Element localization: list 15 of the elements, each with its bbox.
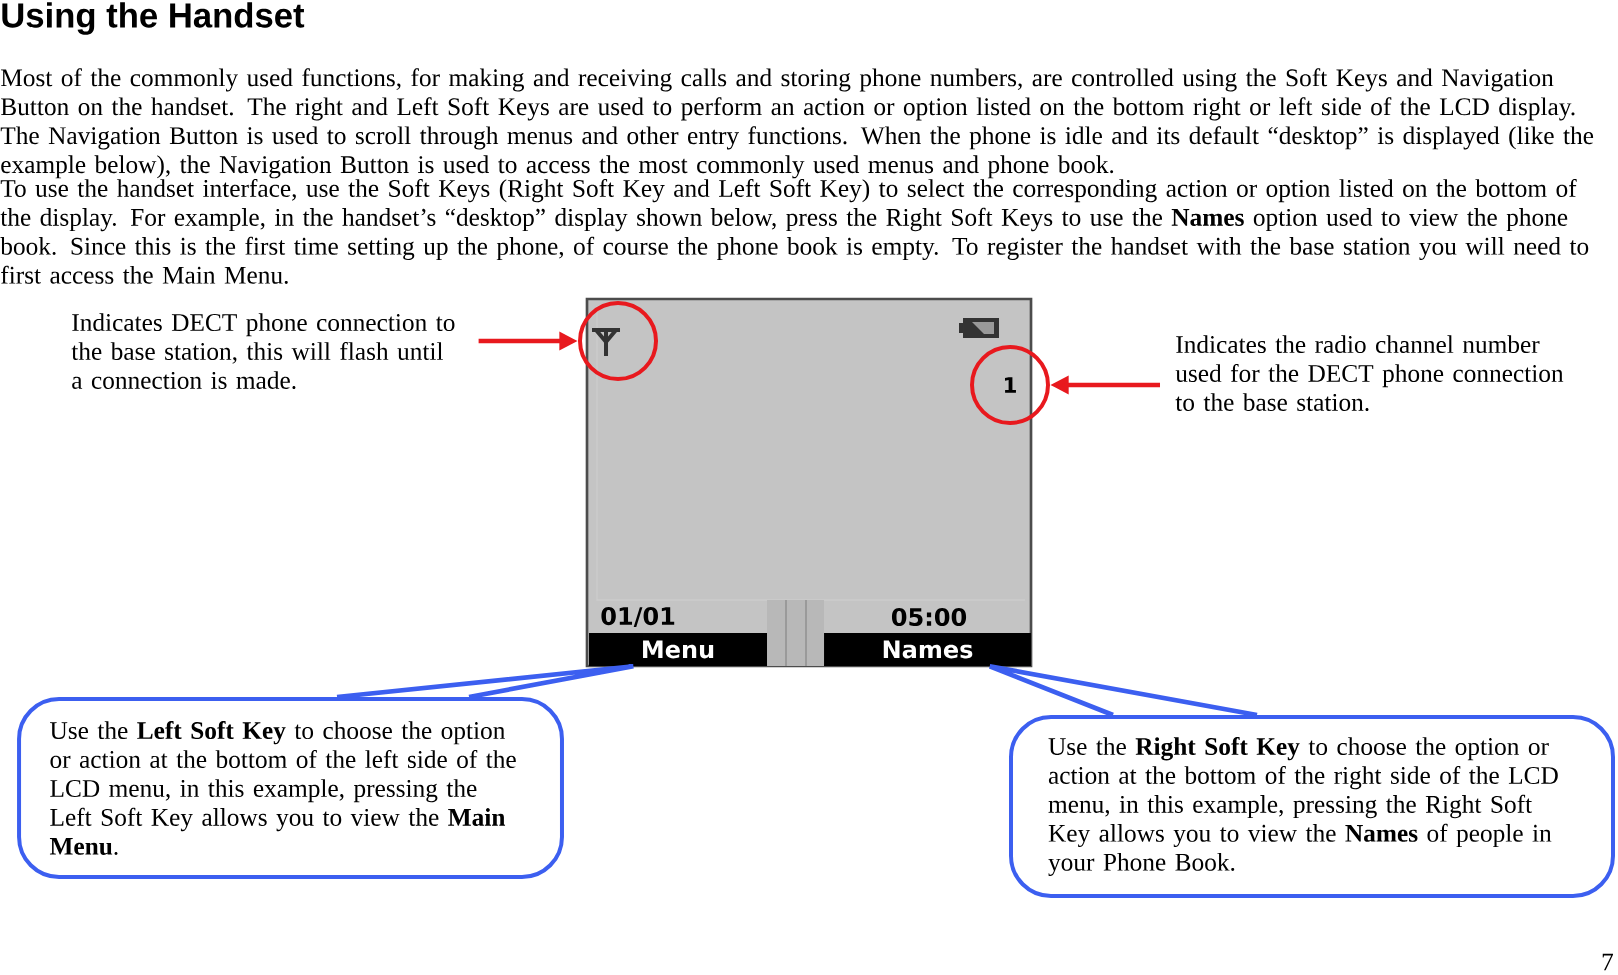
soft-key-label: Names — [824, 632, 1031, 667]
note-text: Indicates DECT phone connection to the base station, this will flash until a connection is made. — [71, 313, 455, 390]
body-text: To use the handset interface, use the Soft Keys (Right Soft Key and Left Soft Key) to select the corresponding action or option listed on the bottom of the display. For example, in the handset’s “desktop” display shown below, press the Right Soft Keys to use the Names option used to view the phone book. Since this is the first time setting up the phone, of course the phone book is empty. To register the handset with the base station you will need to first access the Main Menu. — [0, 178, 1589, 284]
note-text: Indicates the radio channel number used for the DECT phone connection to the base station. — [1175, 335, 1564, 412]
screen-text: 01/01 — [601, 607, 675, 628]
body-text: Most of the commonly used functions, for making and receiving calls and storing phone numbers, are controlled using the Soft Keys and Navigation Button on the handset. The right and Left Soft Keys are used to perform an action or option listed on the bottom right or left side of the LCD display. The Navigation Button is used to scroll through menus and other entry functions. When the phone is idle and its default “desktop” is displayed (like the example below), the Navigation Button is used to access the most commonly used menus and phone book. — [0, 68, 1594, 179]
screen-text: 05:00 — [891, 607, 967, 627]
speech-bubble: Use the Left Soft Key to choose the option or action at the bottom of the left side of the LCD menu, in this example, pressing the Left Soft Key allows you to view the Main Menu. — [17, 697, 564, 879]
title: Using the Handset — [2, 2, 305, 35]
soft-key-label: Menu — [589, 632, 767, 667]
speech-bubble: Use the Right Soft Key to choose the option or action at the bottom of the right side of the LCD menu, in this example, pressing the Right Soft Key allows you to view the Names of people in your Phone Book. — [1009, 715, 1615, 898]
highlight-circle — [578, 301, 658, 381]
page-number: 7 — [1602, 953, 1613, 971]
callout-pointer — [334, 663, 636, 700]
callout-pointer — [987, 663, 1260, 718]
